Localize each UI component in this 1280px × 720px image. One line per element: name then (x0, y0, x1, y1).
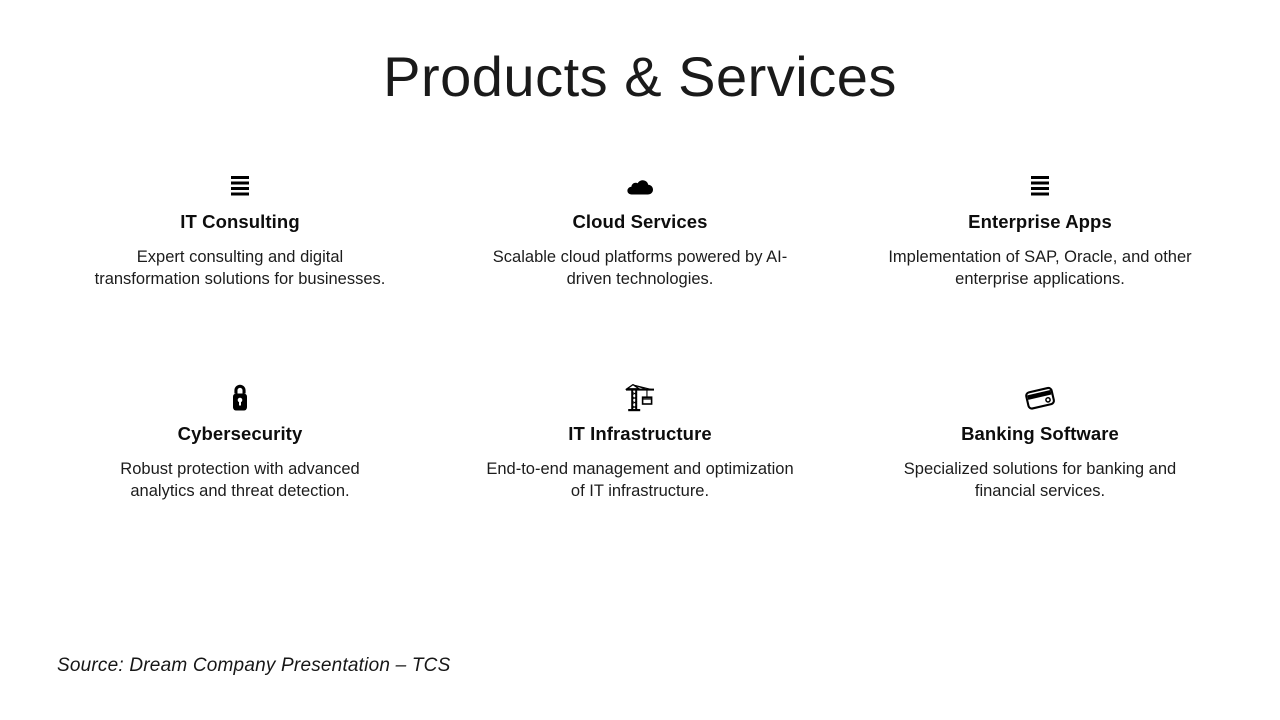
service-card-title: Cloud Services (572, 210, 708, 232)
service-card-description: End-to-end management and optimization o… (486, 460, 794, 500)
services-grid: IT Consulting Expert consulting and digi… (0, 169, 1280, 503)
stack-lines-icon (229, 169, 251, 203)
service-card-description: Scalable cloud platforms powered by AI-d… (492, 247, 788, 288)
service-card-cloud-services[interactable]: Cloud Services Scalable cloud platforms … (440, 169, 840, 291)
padlock-icon (230, 381, 250, 415)
service-card-it-consulting[interactable]: IT Consulting Expert consulting and digi… (40, 169, 440, 291)
service-card-description: Expert consulting and digital transforma… (94, 247, 386, 288)
service-card-it-infrastructure[interactable]: IT Infrastructure End-to-end management … (440, 381, 840, 503)
service-card-title: Cybersecurity (177, 422, 303, 444)
source-note: Source: Dream Company Presentation – TCS (57, 655, 451, 676)
service-card-description: Specialized solutions for banking and fi… (903, 460, 1177, 500)
service-card-title: IT Infrastructure (568, 422, 712, 444)
service-card-cybersecurity[interactable]: Cybersecurity Robust protection with adv… (40, 381, 440, 503)
page-title: Products & Services (383, 45, 897, 108)
service-card-title: Banking Software (961, 422, 1119, 444)
construction-crane-icon (625, 381, 655, 415)
service-card-description: Robust protection with advanced analytic… (120, 460, 360, 500)
service-card-title: IT Consulting (180, 210, 300, 232)
stack-lines-icon (1029, 169, 1051, 203)
cloud-icon (625, 169, 655, 203)
service-card-description: Implementation of SAP, Oracle, and other… (888, 247, 1192, 288)
service-card-title: Enterprise Apps (968, 210, 1112, 232)
service-card-banking-software[interactable]: Banking Software Specialized solutions f… (840, 381, 1240, 503)
credit-card-icon (1024, 381, 1056, 415)
service-card-enterprise-apps[interactable]: Enterprise Apps Implementation of SAP, O… (840, 169, 1240, 291)
